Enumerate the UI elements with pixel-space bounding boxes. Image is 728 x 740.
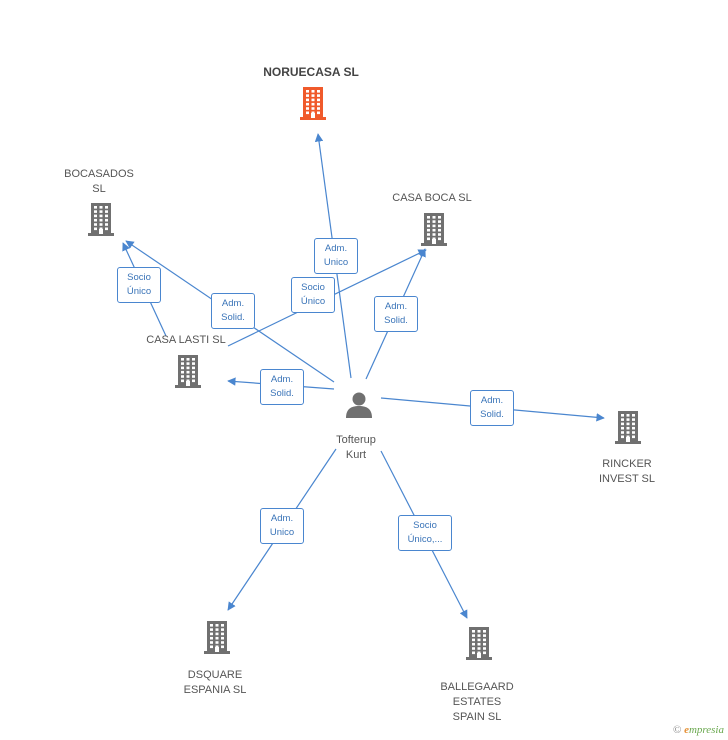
edge-label-person-to-dsquare[interactable]: Adm. Unico — [260, 508, 304, 544]
edge-label-person-to-casaboca[interactable]: Adm. Solid. — [374, 296, 418, 332]
node-label-person[interactable]: Tofterup Kurt — [336, 434, 376, 461]
node-label-ballegaard[interactable]: BALLEGAARD ESTATES SPAIN SL — [440, 681, 514, 723]
copyright-icon: © — [672, 724, 682, 736]
node-label-noruecasa[interactable]: NORUECASA SL — [263, 65, 359, 79]
edge-label-casalasti-to-bocasados[interactable]: Socio Único — [117, 267, 161, 303]
brand-logo[interactable]: empresia — [684, 724, 724, 736]
edge-label-person-to-rincker[interactable]: Adm. Solid. — [470, 390, 514, 426]
copyright-footer: © empresia — [673, 724, 724, 736]
person-icon-person[interactable] — [345, 390, 373, 423]
edge-label-casalasti-to-casaboca[interactable]: Socio Único — [291, 277, 335, 313]
building-icon-bocasados[interactable] — [86, 202, 116, 241]
building-icon-rincker[interactable] — [613, 410, 643, 449]
building-icon-ballegaard[interactable] — [464, 626, 494, 665]
node-label-rincker[interactable]: RINCKER INVEST SL — [598, 458, 656, 485]
edge-label-person-to-noruecasa[interactable]: Adm. Unico — [314, 238, 358, 274]
building-icon-noruecasa[interactable] — [298, 86, 328, 125]
building-icon-casalasti[interactable] — [173, 354, 203, 393]
building-icon-casaboca[interactable] — [419, 212, 449, 251]
edge-label-person-to-ballegaard[interactable]: Socio Único,... — [398, 515, 452, 551]
edge-label-person-to-bocasados[interactable]: Adm. Solid. — [211, 293, 255, 329]
node-label-dsquare[interactable]: DSQUARE ESPANIA SL — [183, 669, 247, 696]
node-label-casalasti[interactable]: CASA LASTI SL — [146, 334, 226, 346]
building-icon-dsquare[interactable] — [202, 620, 232, 659]
edge-label-person-to-casalasti[interactable]: Adm. Solid. — [260, 369, 304, 405]
node-label-casaboca[interactable]: CASA BOCA SL — [392, 192, 472, 204]
node-label-bocasados[interactable]: BOCASADOS SL — [64, 168, 134, 195]
